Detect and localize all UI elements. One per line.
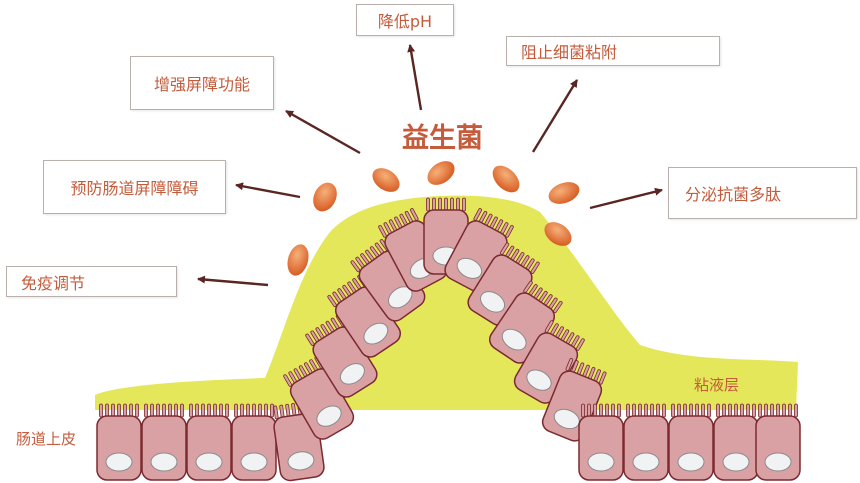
- function-label: 预防肠道屏障障碍: [70, 179, 199, 198]
- arrow-immune-regulation: [197, 275, 269, 287]
- function-box-lower-ph: 降低pH: [356, 4, 454, 36]
- epithelial-cell: [186, 403, 232, 481]
- bacterium: [544, 222, 572, 246]
- bacterium: [372, 168, 400, 192]
- arrow-block-adhesion: [531, 79, 579, 153]
- epithelial-cell: [96, 403, 142, 481]
- epithelium-label: 肠道上皮: [16, 430, 77, 448]
- bacterium: [427, 161, 455, 185]
- epithelial-cell: [231, 403, 277, 481]
- epithelial-cell: [141, 403, 187, 481]
- arrow-enhance-barrier: [285, 109, 361, 155]
- epithelial-cell: [755, 403, 801, 481]
- function-box-enhance-barrier: 增强屏障功能: [130, 56, 274, 110]
- epithelial-cell: [623, 403, 669, 481]
- epithelial-cell: [305, 314, 378, 398]
- bacterium: [492, 165, 520, 193]
- mucus-layer: [95, 195, 798, 410]
- epithelial-cell: [350, 239, 426, 322]
- function-box-block-adhesion: 阻止细菌粘附: [506, 36, 720, 66]
- epithelium-cells: [96, 197, 801, 482]
- epithelial-cell: [513, 320, 585, 404]
- bacterium: [287, 244, 309, 276]
- epithelial-cell: [283, 356, 355, 440]
- function-box-prevent-barrier-disorder: 预防肠道屏障障碍: [43, 160, 226, 214]
- arrow-prevent-barrier-disorder: [235, 182, 301, 199]
- function-label: 降低pH: [377, 12, 433, 31]
- bacterium: [548, 182, 580, 204]
- mucus-layer-label: 粘液层: [694, 376, 740, 394]
- function-label: 免疫调节: [21, 273, 86, 293]
- probiotics-title: 益生菌: [402, 123, 483, 154]
- function-arrows: [197, 44, 663, 287]
- arrow-antimicrobial-peptides: [589, 187, 663, 210]
- function-label: 阻止细菌粘附: [521, 43, 618, 62]
- function-label: 分泌抗菌多肽: [685, 185, 782, 204]
- epithelial-cell: [488, 280, 563, 364]
- function-box-antimicrobial-peptides: 分泌抗菌多肽: [668, 167, 857, 219]
- probiotic-bacteria: [287, 161, 580, 276]
- epithelial-cell: [467, 242, 540, 326]
- arrow-lower-ph: [407, 44, 423, 111]
- epithelial-cell: [578, 403, 624, 481]
- epithelial-cell: [713, 403, 759, 481]
- epithelial-cell: [668, 403, 714, 481]
- function-box-immune-regulation: 免疫调节: [6, 266, 177, 297]
- bacterium: [313, 182, 337, 212]
- function-label: 增强屏障功能: [153, 75, 250, 94]
- epithelial-cell: [327, 274, 402, 358]
